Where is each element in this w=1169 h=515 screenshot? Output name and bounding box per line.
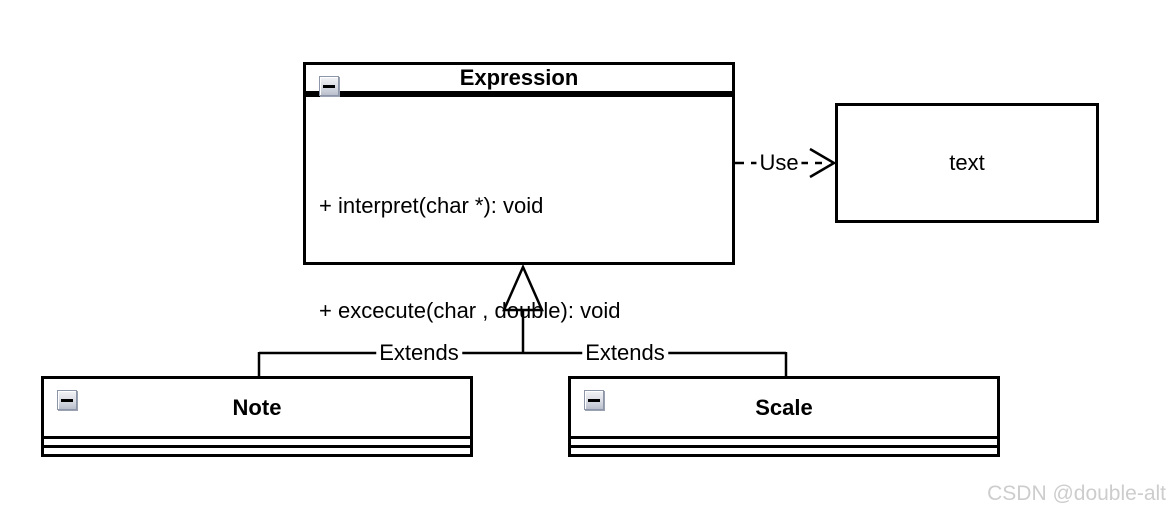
text-node-label: text	[949, 150, 985, 175]
methods-compartment	[571, 445, 997, 454]
open-arrowhead-icon	[809, 147, 837, 179]
watermark: CSDN @double-alt	[987, 482, 1166, 505]
collapse-button[interactable]	[57, 390, 77, 410]
method-item: + excecute(char , double): void	[319, 298, 621, 323]
minus-icon	[61, 398, 73, 402]
attributes-compartment	[571, 436, 997, 445]
collapse-button[interactable]	[319, 76, 339, 96]
class-header: Expression	[306, 65, 732, 96]
text-node[interactable]: text	[835, 103, 1099, 223]
minus-icon	[323, 84, 335, 88]
methods-compartment: + interpret(char *): void + excecute(cha…	[306, 94, 732, 398]
class-title: Note	[232, 394, 282, 420]
attributes-compartment	[306, 91, 732, 94]
method-item: + interpret(char *): void	[319, 193, 544, 218]
minus-icon	[588, 398, 600, 402]
class-header: Note	[44, 379, 470, 436]
methods-compartment	[44, 445, 470, 454]
extends-edge-label-right: Extends	[582, 340, 668, 366]
class-box-expression[interactable]: Expression + interpret(char *): void + e…	[303, 62, 735, 323]
class-title: Scale	[755, 394, 813, 420]
use-dependency-edge[interactable]	[735, 147, 837, 179]
class-title: Expression	[459, 65, 579, 90]
extends-edge-label-left: Extends	[376, 340, 462, 366]
attributes-compartment	[44, 436, 470, 445]
class-box-scale[interactable]: Scale	[568, 376, 1000, 457]
generalization-edge[interactable]	[257, 263, 788, 377]
class-box-note[interactable]: Note	[41, 376, 473, 457]
collapse-button[interactable]	[584, 390, 604, 410]
class-header: Scale	[571, 379, 997, 436]
use-edge-label: Use	[756, 150, 802, 176]
